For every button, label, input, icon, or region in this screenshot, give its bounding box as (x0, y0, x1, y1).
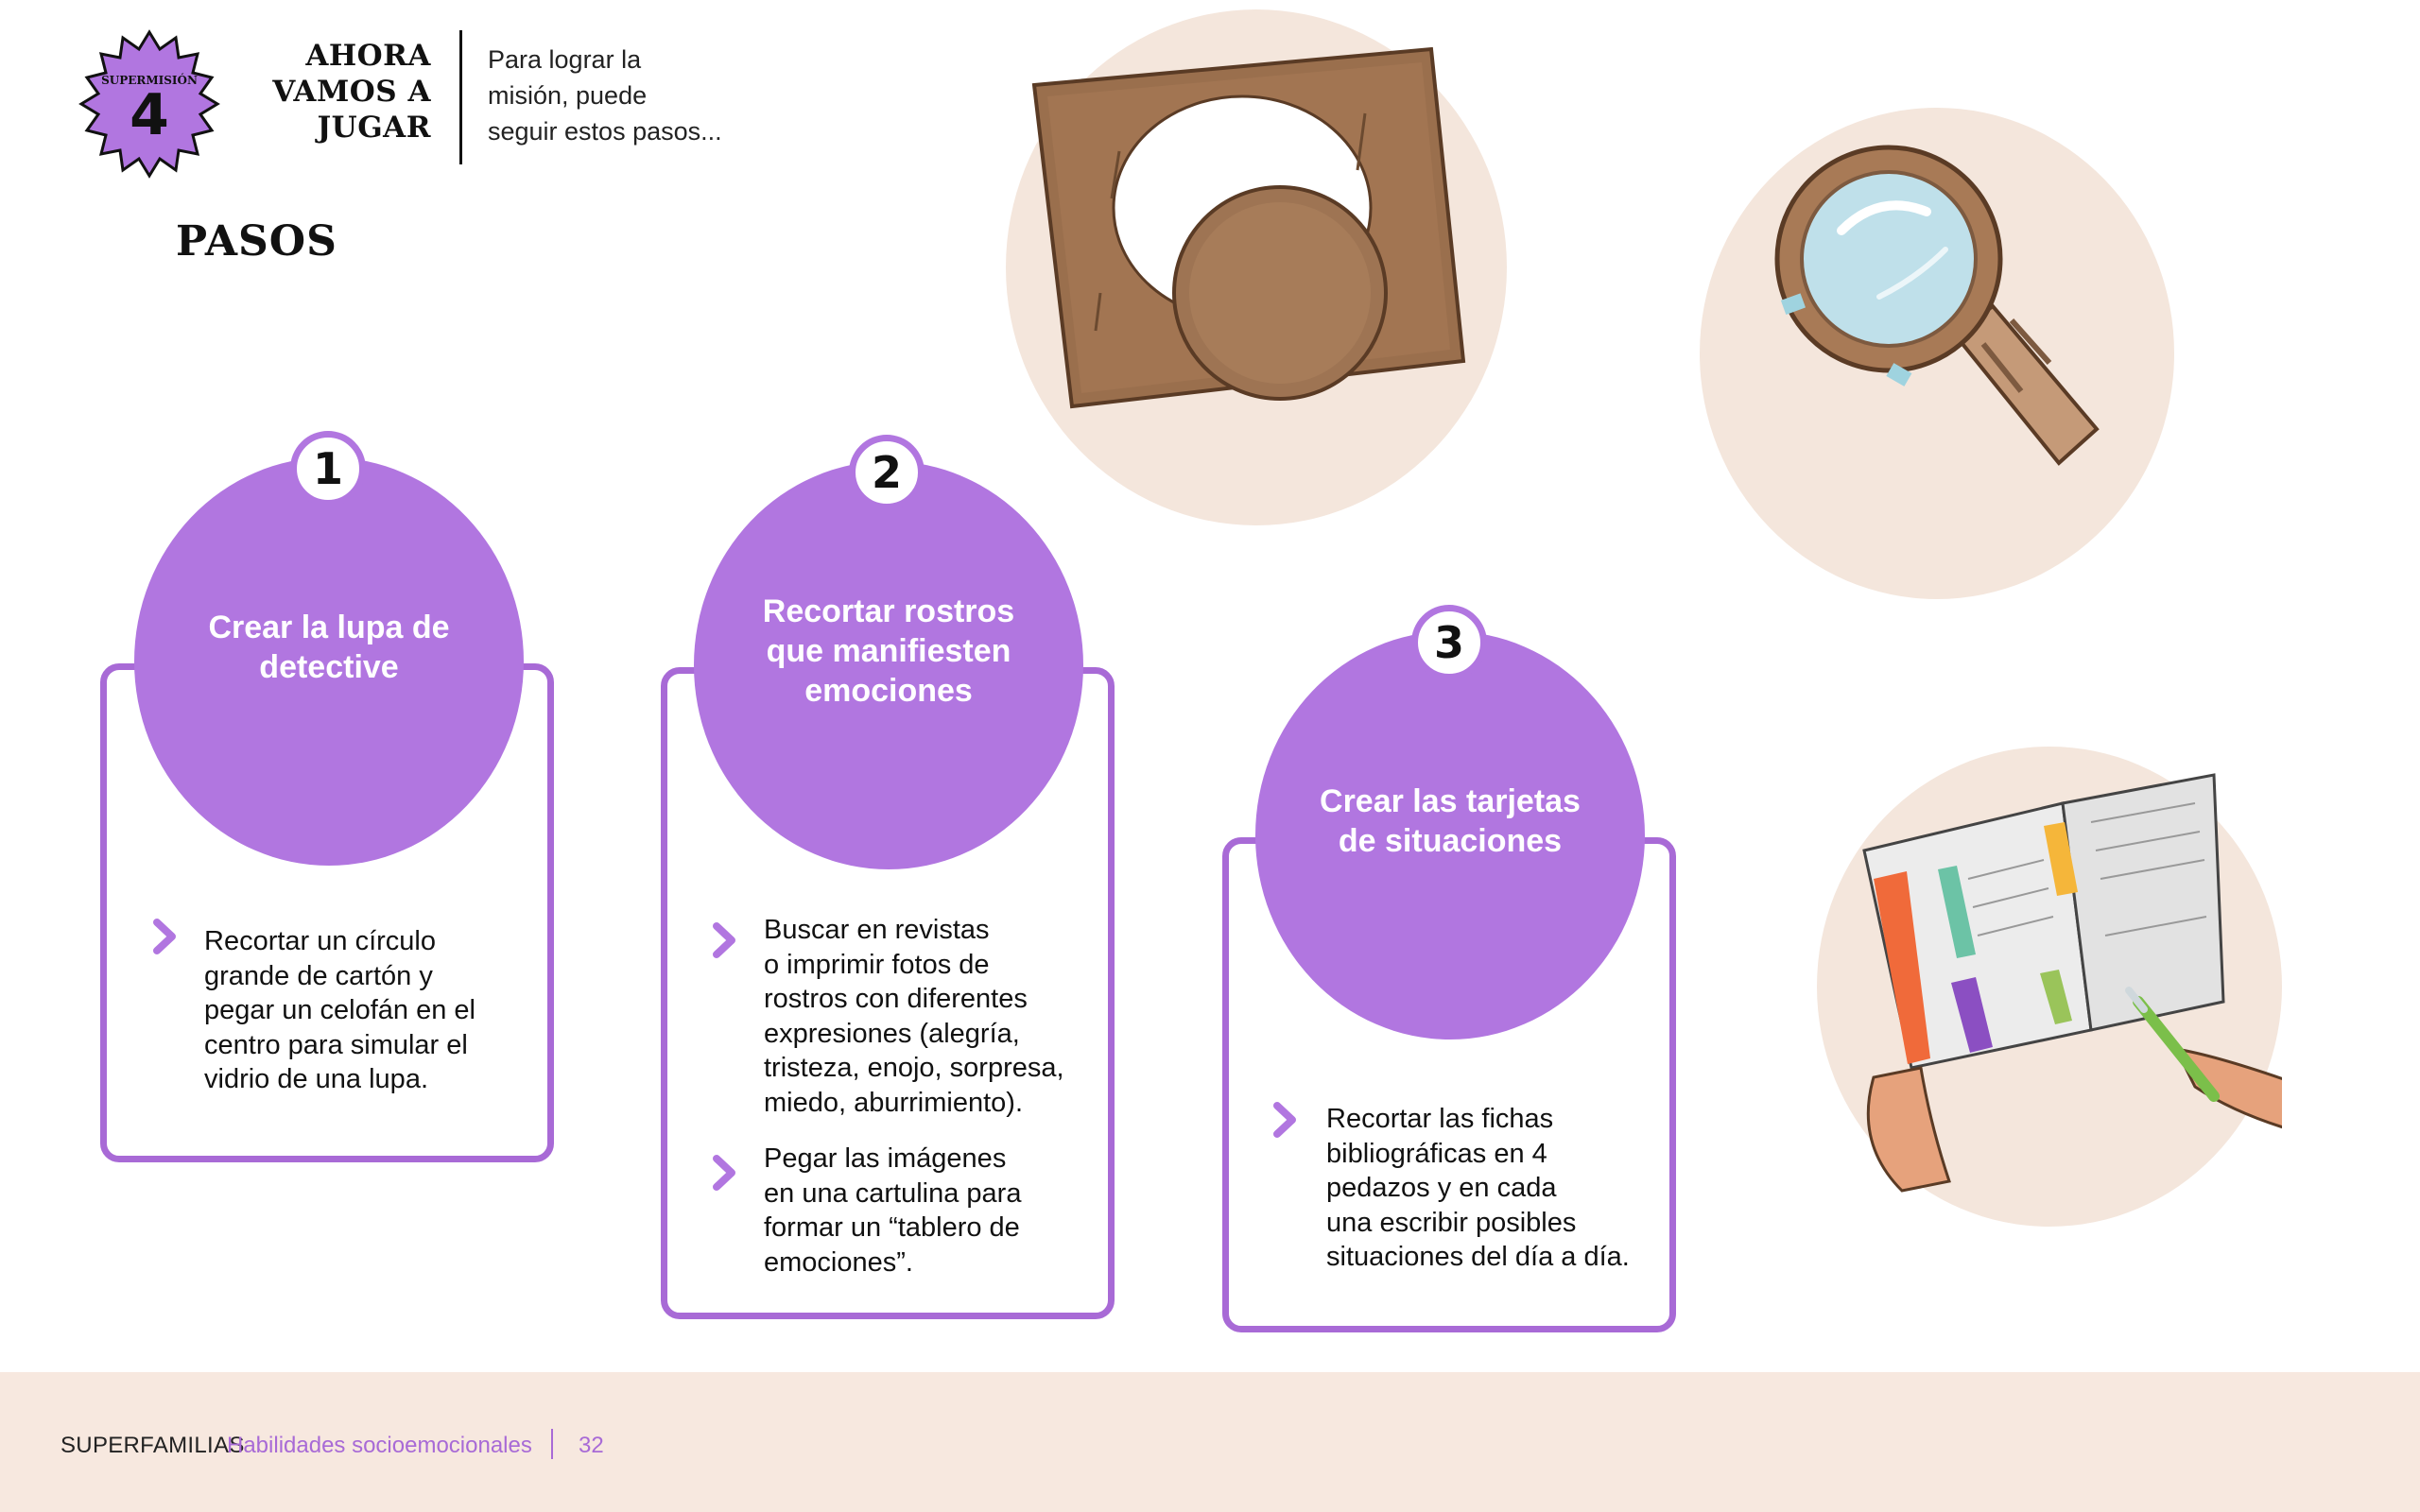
step-3-title: Crear las tarjetas de situaciones (1255, 631, 1645, 1040)
cardboard-illustration (1006, 9, 1507, 525)
starburst-badge-icon (78, 29, 220, 179)
step-1-number: 1 (290, 431, 366, 507)
bullet-text: Recortar las fichas bibliográficas en 4 … (1326, 1104, 1630, 1272)
title-line: AHORA (305, 39, 431, 73)
bullet-text: Buscar en revistas o imprimir fotos de r… (764, 915, 1064, 1118)
badge-label: SUPERMISIÓN (101, 74, 198, 87)
step-2-number: 2 (849, 435, 925, 510)
heading-divider (459, 30, 462, 164)
subtitle-line: misión, puede (488, 81, 648, 110)
footer-brand: SUPERFAMILIAS (60, 1433, 245, 1458)
chevron-right-icon (713, 1155, 735, 1191)
step-1-title: Crear la lupa de detective (134, 457, 524, 866)
section-title: PASOS (176, 217, 337, 266)
page-title: AHORA VAMOS A JUGAR (236, 38, 431, 146)
chevron-right-icon (153, 919, 176, 954)
footer-section: Habilidades socioemocionales (227, 1433, 532, 1458)
step-2-title: Recortar rostros que manifiesten emocion… (694, 461, 1083, 869)
badge-number: 4 (130, 82, 169, 148)
subtitle-line: Para lograr la (488, 45, 642, 74)
step-3-number: 3 (1411, 605, 1487, 680)
page-number: 32 (579, 1433, 604, 1458)
title-line: JUGAR (317, 111, 431, 145)
bullet-text: Pegar las imágenes en una cartulina para… (764, 1143, 1022, 1278)
footer-divider (551, 1429, 553, 1459)
page-subtitle: Para lograr la misión, puede seguir esto… (488, 42, 752, 149)
chevron-right-icon (713, 922, 735, 958)
magnifying-glass-icon (1774, 145, 2100, 466)
page-footer: SUPERFAMILIAS Habilidades socioemocional… (0, 1372, 2420, 1512)
chevron-right-icon (1273, 1102, 1296, 1138)
index-cards-icon (1862, 773, 2282, 1193)
magnifier-illustration (1700, 108, 2174, 599)
title-line: VAMOS A (272, 75, 431, 109)
mission-badge: SUPERMISIÓN 4 (74, 28, 225, 180)
bullet-text: Recortar un círculo grande de cartón y p… (204, 926, 475, 1094)
subtitle-line: seguir estos pasos... (488, 117, 722, 146)
cards-illustration (1817, 747, 2282, 1227)
cardboard-cutout-icon (1031, 46, 1466, 409)
